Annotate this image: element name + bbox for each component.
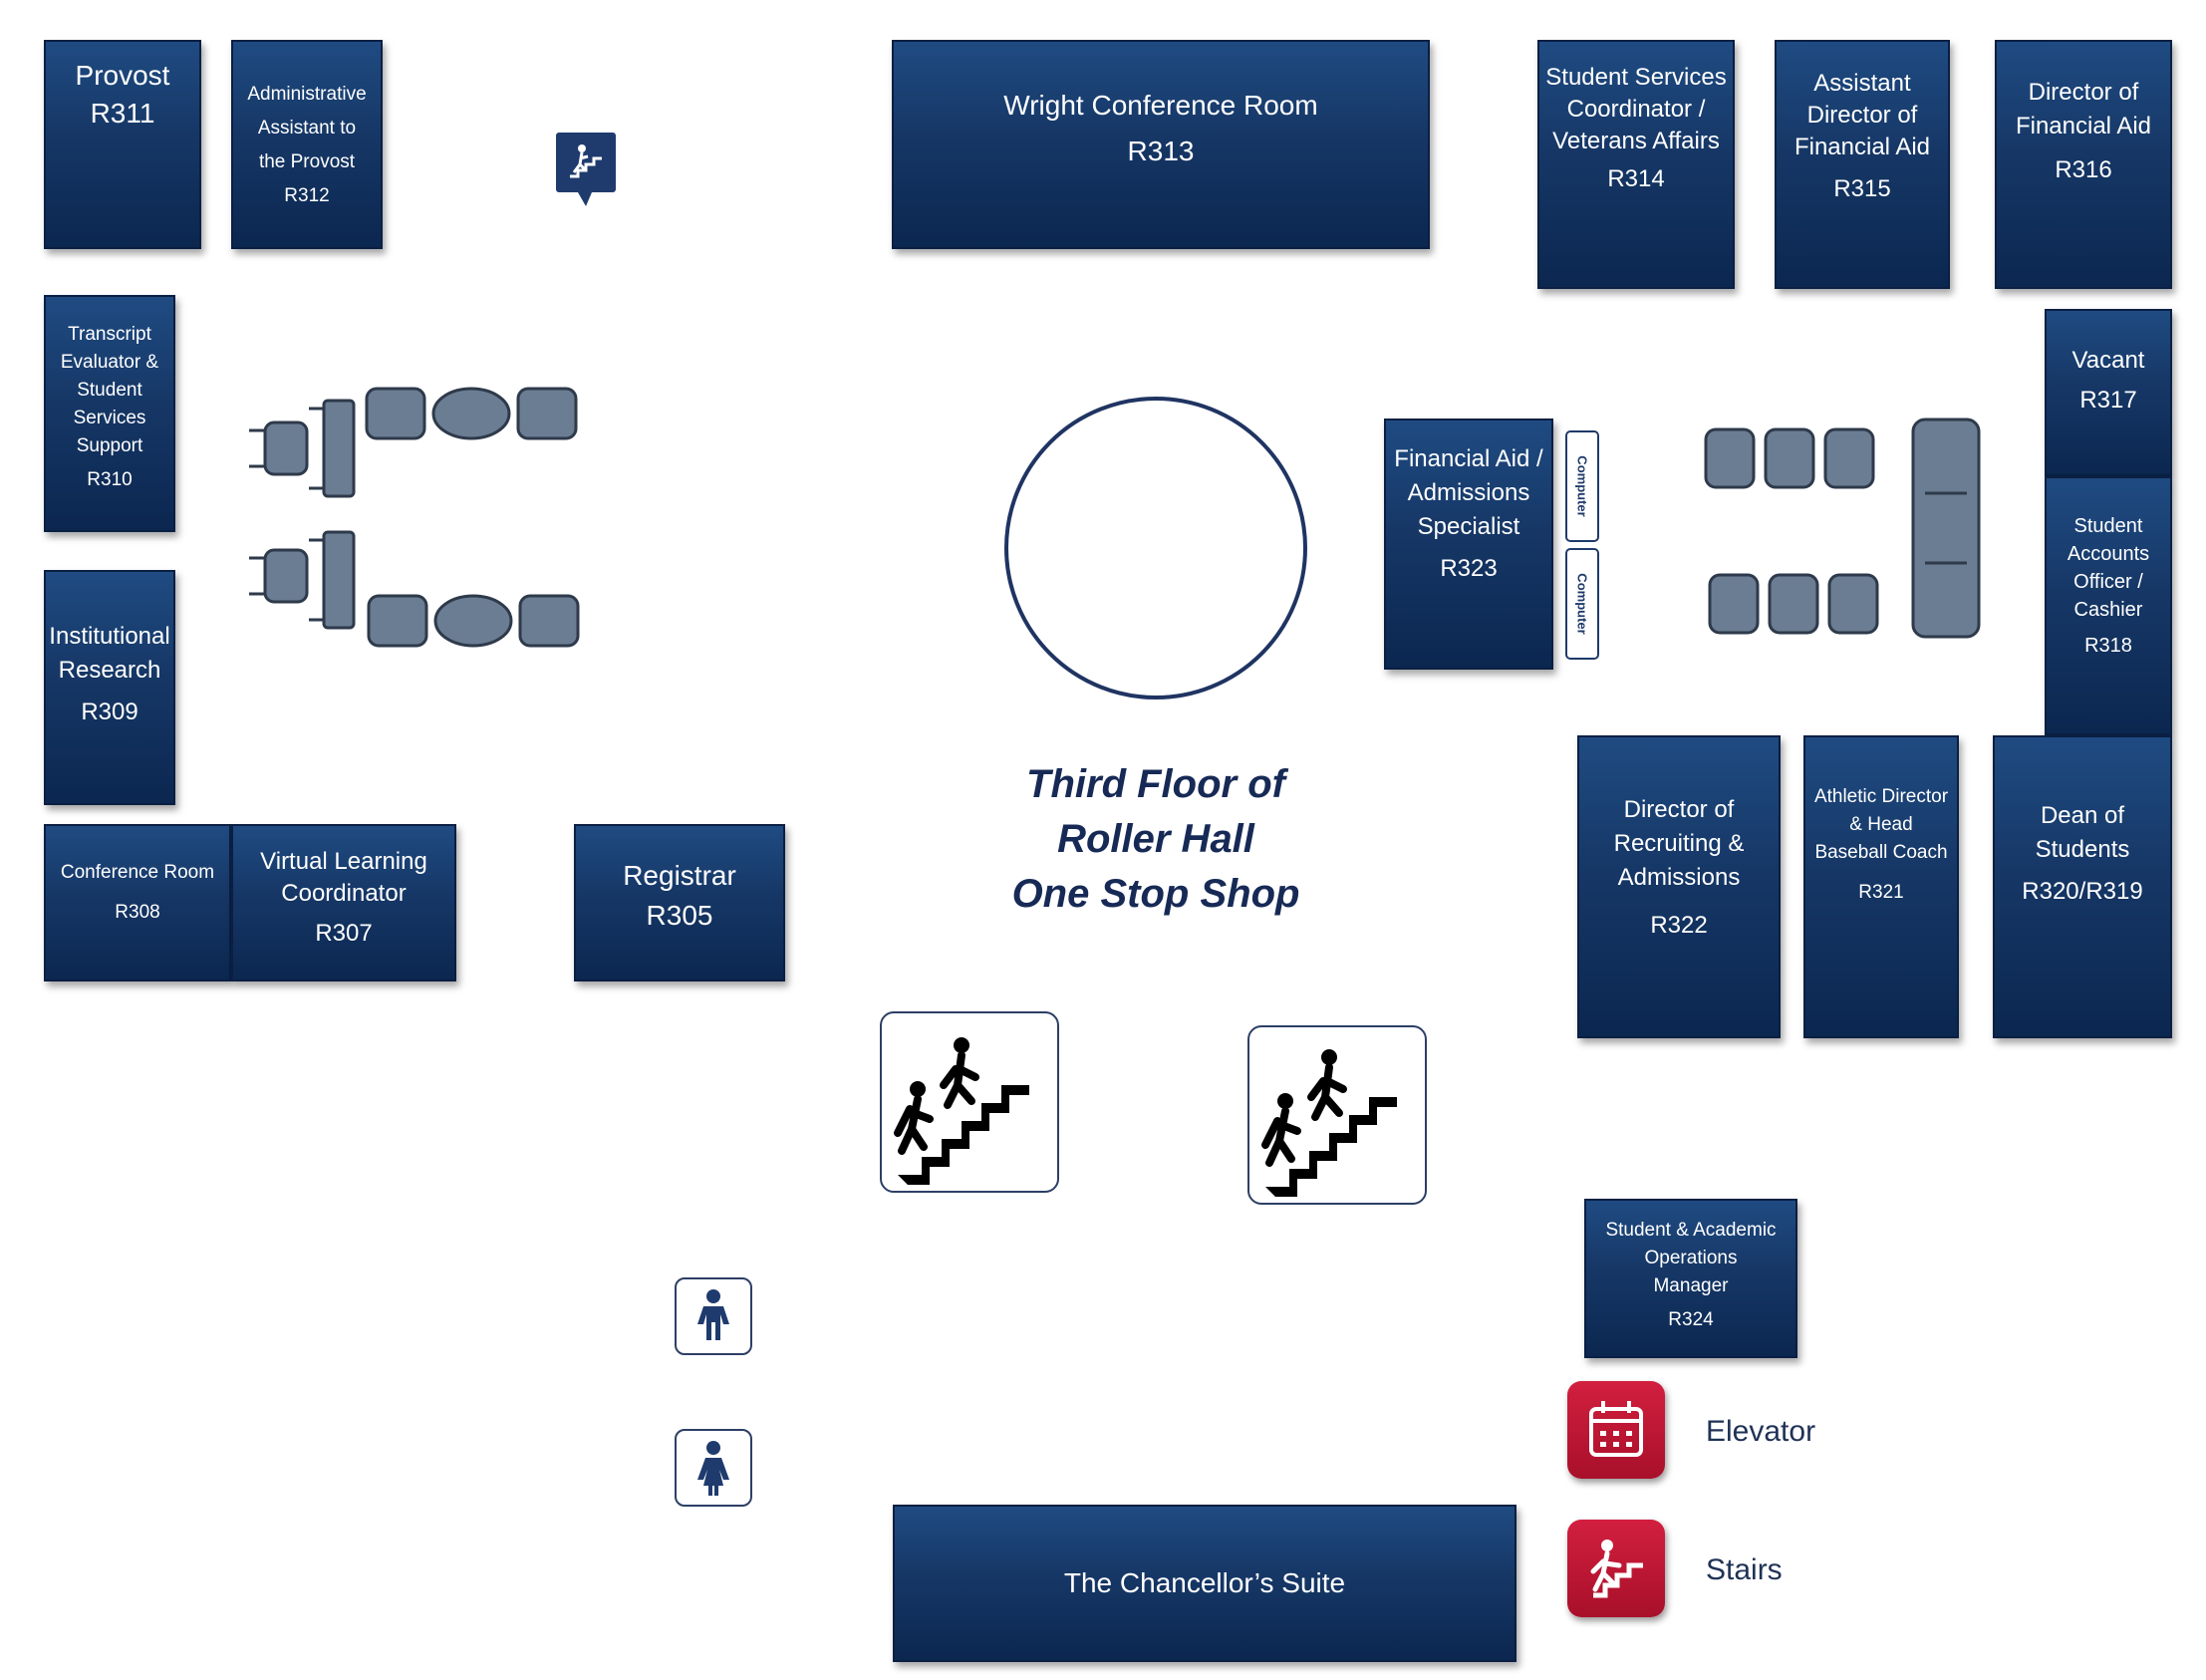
room-number: R312 — [284, 185, 330, 206]
stairwell-left — [880, 1011, 1059, 1193]
computer-label: Computer — [1574, 573, 1590, 635]
legend-elevator-label: Elevator — [1706, 1415, 1816, 1448]
stairs-icon — [570, 144, 602, 206]
room-name: Wright Conference Room — [1003, 90, 1318, 121]
room-r307[interactable]: Virtual Learning Coordinator R307 — [231, 824, 456, 981]
room-r314[interactable]: Student Services Coordinator / Veterans … — [1537, 40, 1735, 289]
room-name: Director of Recruiting & Admissions — [1613, 796, 1745, 891]
room-name: Director of Financial Aid — [2015, 79, 2152, 140]
room-name: Student & Academic Operations Manager — [1605, 1220, 1777, 1296]
legend-stairs — [1567, 1520, 1665, 1617]
room-number: R314 — [1607, 165, 1665, 192]
room-number: R317 — [2079, 387, 2137, 414]
room-number: R307 — [315, 920, 373, 947]
room-name: Financial Aid / Admissions Specialist — [1394, 445, 1543, 540]
elevator-icon — [1589, 1401, 1643, 1457]
room-r324[interactable]: Student & Academic Operations Manager R3… — [1584, 1199, 1797, 1358]
room-number: R310 — [87, 469, 133, 490]
room-name: The Chancellor’s Suite — [1063, 1567, 1346, 1598]
room-r323[interactable]: Financial Aid / Admissions Specialist R3… — [1384, 419, 1553, 670]
lounge-furniture-right — [1704, 418, 1981, 639]
round-table — [1004, 397, 1307, 700]
room-number: R324 — [1668, 1309, 1714, 1330]
room-r320[interactable]: Dean of Students R320/R319 — [1993, 735, 2172, 1038]
restroom-women[interactable] — [675, 1429, 752, 1507]
room-r309[interactable]: Institutional Research R309 — [44, 570, 175, 805]
room-number: R318 — [2084, 635, 2132, 657]
room-number: R316 — [2055, 156, 2112, 183]
room-number: R308 — [115, 902, 160, 923]
room-r321[interactable]: Athletic Director & Head Baseball Coach … — [1803, 735, 1959, 1038]
room-name: Administrative Assistant to the Provost — [247, 84, 367, 172]
room-name: Student Services Coordinator / Veterans … — [1545, 64, 1727, 154]
restroom-men[interactable] — [675, 1277, 752, 1355]
room-number: R313 — [1127, 136, 1195, 166]
room-number: R322 — [1650, 912, 1708, 939]
room-name: Transcript Evaluator & Student Services … — [60, 324, 159, 456]
room-r316[interactable]: Director of Financial Aid R316 — [1995, 40, 2172, 289]
restroom-women-icon — [697, 1441, 729, 1496]
room-chancellors-suite[interactable]: The Chancellor’s Suite — [893, 1505, 1517, 1662]
stairs-legend-icon — [1590, 1540, 1643, 1598]
room-name: Vacant — [2071, 347, 2145, 374]
room-name: Student Accounts Officer / Cashier — [2067, 515, 2150, 621]
room-name: Institutional Research — [49, 623, 170, 684]
room-name: Dean of Students — [2035, 802, 2130, 863]
computer-station: Computer — [1565, 430, 1599, 542]
room-name: Conference Room — [60, 862, 215, 883]
room-r310[interactable]: Transcript Evaluator & Student Services … — [44, 295, 175, 532]
room-name: Assistant Director of Financial Aid — [1793, 70, 1931, 160]
room-r308[interactable]: Conference Room R308 — [44, 824, 231, 981]
computer-label: Computer — [1574, 455, 1590, 517]
stairs-icon — [1261, 1049, 1397, 1197]
stairwell-right — [1247, 1025, 1427, 1205]
room-r317[interactable]: Vacant R317 — [2045, 309, 2172, 476]
room-r311[interactable]: Provost R311 — [44, 40, 201, 249]
room-r318[interactable]: Student Accounts Officer / Cashier R318 — [2045, 476, 2172, 735]
room-number: R320/R319 — [2022, 878, 2143, 905]
room-name: Provost — [75, 60, 170, 91]
map-title: Third Floor of Roller Hall One Stop Shop — [1011, 762, 1300, 916]
room-r312[interactable]: Administrative Assistant to the Provost … — [231, 40, 383, 249]
room-name: Athletic Director & Head Baseball Coach — [1813, 786, 1949, 863]
room-number: R321 — [1858, 882, 1904, 903]
room-r313[interactable]: Wright Conference Room R313 — [892, 40, 1430, 249]
restroom-men-icon — [697, 1289, 729, 1340]
lounge-furniture-left — [249, 387, 580, 648]
room-r315[interactable]: Assistant Director of Financial Aid R315 — [1775, 40, 1950, 289]
room-number: R309 — [81, 699, 138, 725]
room-r322[interactable]: Director of Recruiting & Admissions R322 — [1577, 735, 1781, 1038]
room-r305[interactable]: Registrar R305 — [574, 824, 785, 981]
room-number: R305 — [646, 900, 713, 931]
room-number: R311 — [90, 98, 155, 129]
stairs-icon — [894, 1037, 1029, 1185]
legend-stairs-label: Stairs — [1706, 1553, 1783, 1586]
room-name: Virtual Learning Coordinator — [260, 848, 427, 907]
room-number: R323 — [1440, 555, 1498, 582]
legend-elevator — [1567, 1381, 1665, 1479]
stairs-wayfinding-icon — [556, 133, 616, 206]
room-number: R315 — [1833, 175, 1891, 202]
computer-station: Computer — [1565, 548, 1599, 660]
room-name: Registrar — [623, 860, 736, 891]
